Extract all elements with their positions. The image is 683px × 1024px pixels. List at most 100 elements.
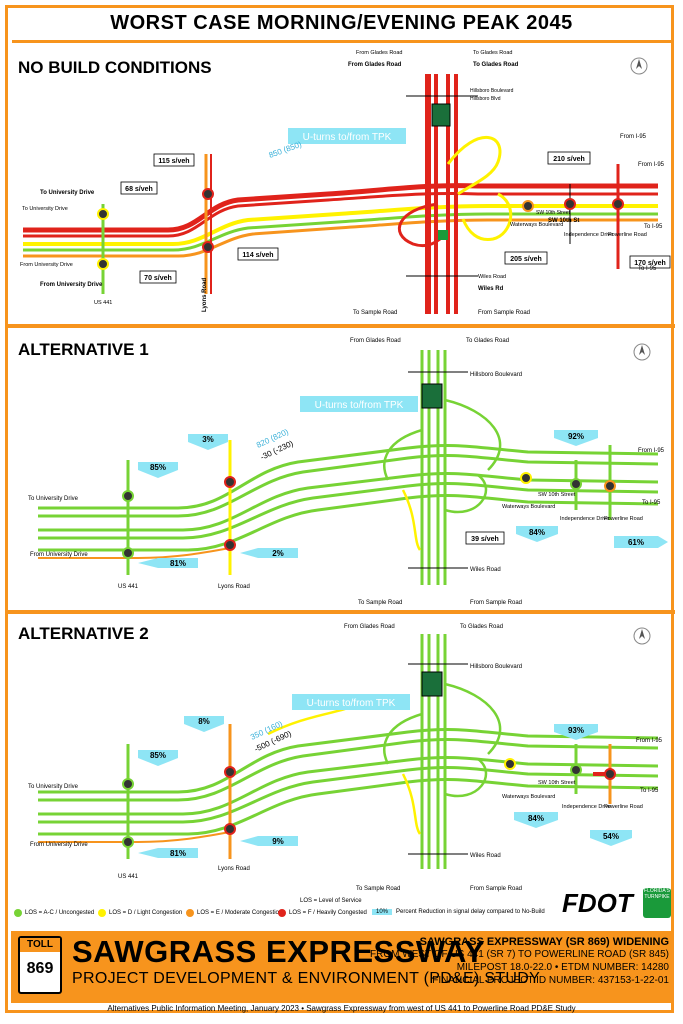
a1-ramp-sw	[401, 489, 422, 551]
nb-signal-lyons-s	[202, 241, 214, 253]
legend-los-ac: LOS = A-C / Uncongested	[14, 909, 94, 917]
a2-label-wiles: Wiles Road	[470, 853, 501, 859]
a1-label-to-univ: To University Drive	[28, 496, 79, 502]
a1-mainline-5	[38, 493, 659, 552]
a1-label-from-i95: From I-95	[638, 448, 665, 454]
nb-signal-us441-n	[97, 208, 109, 220]
svg-text:84%: 84%	[528, 814, 544, 823]
a2-ramp-sw	[401, 773, 422, 835]
a2-ramp-ne	[444, 682, 502, 755]
a2-signal-sw10	[570, 764, 582, 776]
a2-label-to-i95: To I-95	[640, 788, 659, 794]
no-build-heading: NO BUILD CONDITIONS	[18, 58, 212, 77]
nb-label-independence: Independence Drive	[564, 232, 613, 238]
nb-signal-powerline	[612, 198, 624, 210]
svg-text:170 s/veh: 170 s/veh	[634, 260, 666, 267]
svg-text:68 s/veh: 68 s/veh	[125, 186, 153, 193]
svg-text:114 s/veh: 114 s/veh	[242, 252, 273, 259]
a1-label-from-sample: From Sample Road	[470, 600, 522, 606]
a1-pct-lyons-n: 3%	[188, 434, 228, 450]
a2-pct-powerline: 54%	[590, 830, 632, 846]
a2-pct-lyons-s: 9%	[240, 836, 298, 846]
alt2-heading: ALTERNATIVE 2	[18, 624, 149, 643]
a2-pct-sw10: 93%	[554, 724, 598, 740]
nb-label-sw10b: SW 10th St	[548, 218, 579, 224]
a2-label-to-univ: To University Drive	[28, 784, 79, 790]
a2-lyons-conn	[38, 831, 231, 843]
a1-signal-us441-s	[122, 547, 134, 559]
nb-label-to-glades-1: To Glades Road	[473, 50, 512, 56]
a2-label-us441: US 441	[118, 874, 139, 880]
footer-banner	[11, 931, 672, 1003]
route-number: 869	[26, 960, 54, 977]
a1-pct-us441-s: 81%	[138, 558, 198, 568]
nb-delay-115: 115 s/veh	[153, 153, 195, 167]
a1-ramp-ne	[444, 398, 502, 471]
nb-label-to-sample: To Sample Road	[353, 310, 397, 316]
a1-signal-sw10	[570, 478, 582, 490]
nb-label-waterways: Waterways Boulevard	[510, 222, 563, 228]
a1-pct-powerline: 61%	[614, 536, 668, 548]
nb-label-sw10: SW 10th Street	[536, 210, 571, 216]
a1-label-hillsboro: Hillsboro Boulevard	[470, 372, 522, 378]
a2-label-from-sample: From Sample Road	[470, 886, 522, 892]
a1-turnpike-shield	[421, 383, 443, 409]
a2-mainline-1	[38, 727, 659, 794]
nb-label-hillsboro-1: Hillsboro Boulevard	[470, 88, 514, 94]
svg-text:81%: 81%	[170, 849, 186, 858]
nb-signal-waterways	[522, 200, 534, 212]
nb-turnpike-shield-2	[438, 230, 448, 240]
a2-mainline-2	[38, 737, 659, 802]
alt1-heading: ALTERNATIVE 1	[18, 340, 149, 359]
project-info-line-2: FROM WEST OF US 441 (SR 7) TO POWERLINE …	[370, 949, 669, 960]
toll-label: TOLL	[20, 938, 60, 952]
a2-signal-lyons-n	[224, 766, 236, 778]
a2-label-from-i95: From I-95	[636, 738, 663, 744]
panel-divider-2	[8, 610, 675, 614]
legend-title: LOS = Level of Service	[300, 898, 362, 904]
a1-pct-lyons-s: 2%	[240, 548, 298, 558]
svg-text:210 s/veh: 210 s/veh	[553, 156, 585, 163]
a2-pct-waterways: 84%	[514, 812, 558, 828]
a2-uturn-label: U-turns to/from TPK	[307, 698, 396, 709]
a2-pct-lyons-n: 8%	[184, 716, 224, 732]
alt1-diagram: U-turns to/from TPK 820 (820) -30 (-230)…	[28, 338, 668, 606]
a1-signal-us441-n	[122, 490, 134, 502]
a1-signal-powerline	[604, 480, 616, 492]
nb-delay-68: 68 s/veh	[120, 181, 158, 195]
nb-signal-sw10	[564, 198, 576, 210]
a2-signal-us441-n	[122, 778, 134, 790]
a2-uturn-callout	[292, 694, 410, 710]
nb-label-powerline: Powerline Road	[608, 232, 647, 238]
a1-signal-lyons-s	[224, 539, 236, 551]
a2-label-lyons: Lyons Road	[218, 866, 250, 872]
nb-label-to-glades-2: To Glades Road	[473, 62, 519, 68]
a2-label-powerline: Powerline Road	[604, 804, 643, 810]
svg-text:39 s/veh: 39 s/veh	[471, 536, 499, 543]
a1-lyons-conn	[38, 547, 231, 559]
a2-label-independence: Independence Drive	[562, 804, 611, 810]
no-build-diagram: U-turns to/from TPK 850 (850) 115 s/veh …	[20, 50, 671, 316]
svg-text:54%: 54%	[603, 832, 619, 841]
a1-label-lyons: Lyons Road	[218, 584, 250, 590]
a1-label-from-univ: From University Drive	[30, 552, 88, 558]
a1-pct-us441-n: 85%	[138, 462, 178, 478]
a1-label-to-i95: To I-95	[642, 500, 661, 506]
nb-label-to-univ-1: To University Drive	[40, 190, 95, 196]
nb-turnpike-shield	[431, 103, 451, 127]
nb-signal-lyons-n	[202, 188, 214, 200]
svg-text:85%: 85%	[150, 463, 166, 472]
a1-label-us441: US 441	[118, 584, 139, 590]
nb-loop-nw	[446, 135, 502, 196]
nb-label-wiles-2: Wiles Rd	[478, 286, 504, 292]
svg-text:9%: 9%	[272, 837, 284, 846]
svg-text:8%: 8%	[198, 717, 210, 726]
svg-text:84%: 84%	[529, 528, 545, 537]
project-info-line-3: MILEPOST 18.0-22.0 • ETDM NUMBER: 14280	[456, 962, 669, 973]
nb-label-to-i95-1: To I-95	[644, 224, 663, 230]
nb-label-to-i95-2: To I-95	[638, 266, 657, 272]
a2-signal-us441-s	[122, 836, 134, 848]
nb-loop-sw	[461, 192, 513, 242]
a1-label-waterways: Waterways Boulevard	[502, 504, 555, 510]
legend-los-f: LOS = F / Heavily Congested	[278, 909, 367, 917]
